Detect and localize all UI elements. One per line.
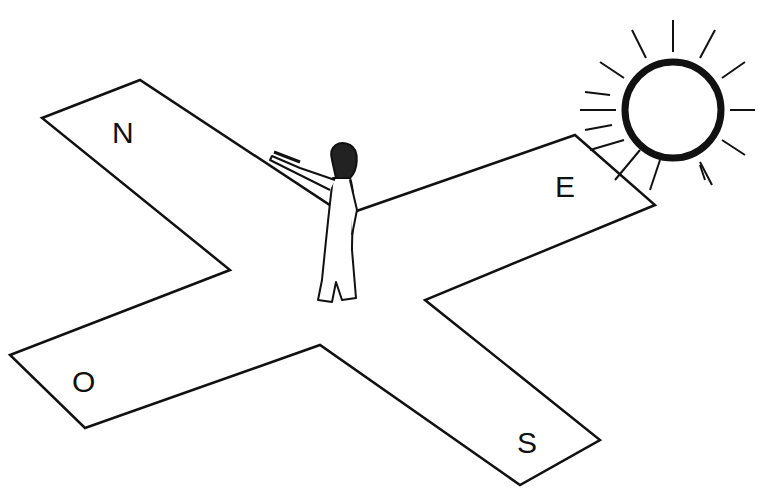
man-pointing bbox=[270, 143, 357, 302]
compass-letter: E bbox=[555, 172, 575, 202]
compass-letter: O bbox=[72, 367, 95, 397]
compass-letter: N bbox=[112, 118, 134, 148]
compass-letter: S bbox=[517, 428, 537, 458]
sun bbox=[580, 20, 755, 190]
crossroads bbox=[10, 80, 655, 485]
